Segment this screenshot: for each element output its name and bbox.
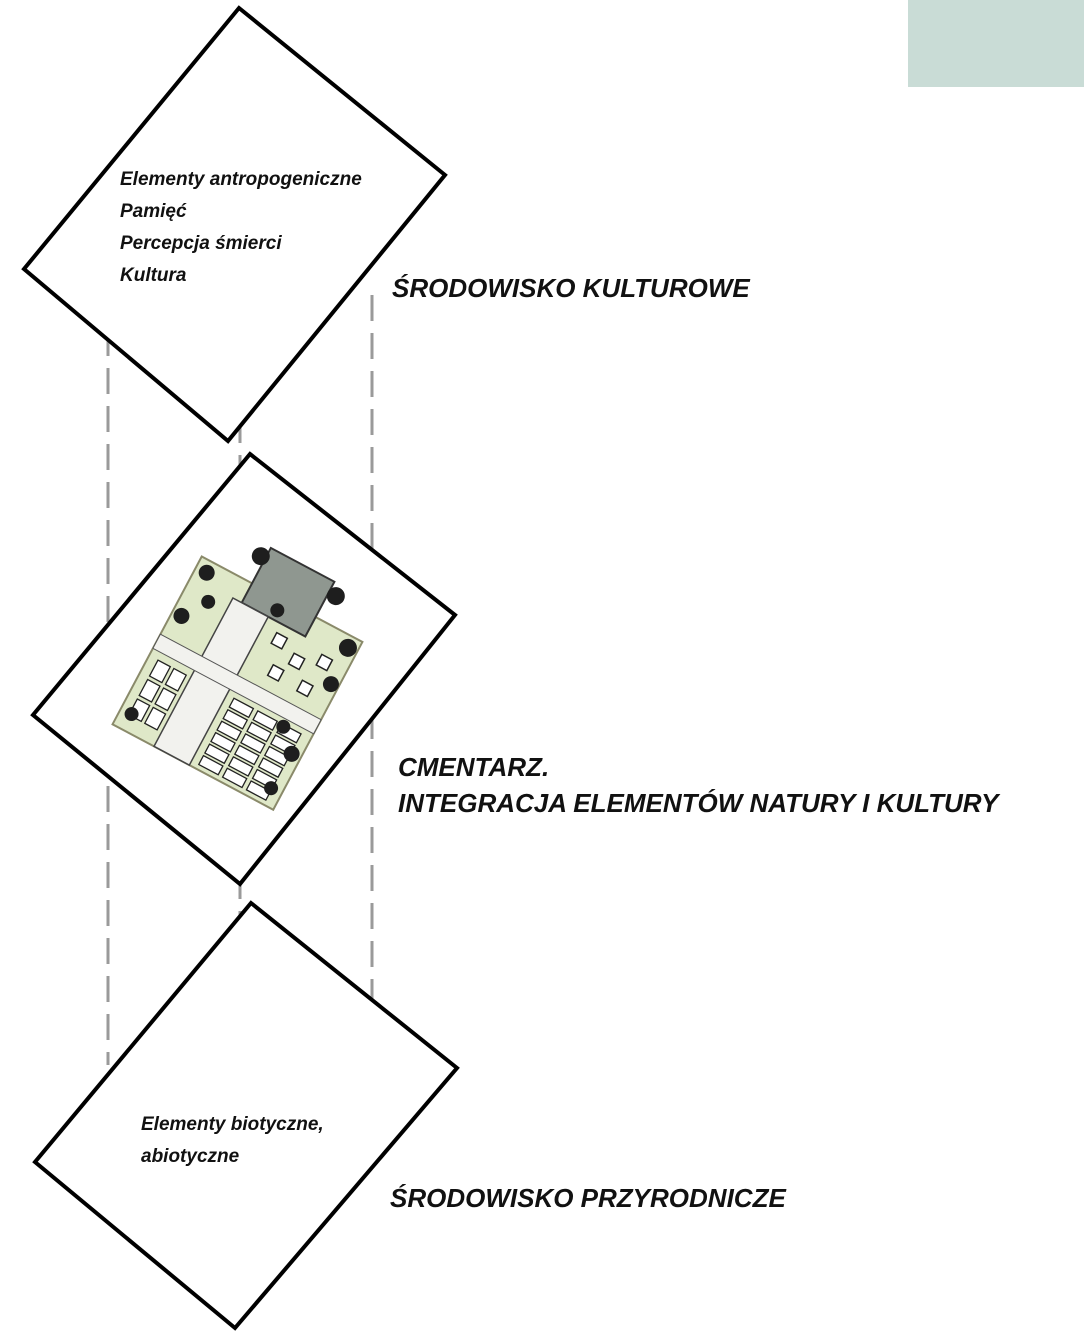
tree xyxy=(283,745,300,762)
tree xyxy=(322,676,339,693)
cross-alley xyxy=(152,633,322,735)
monument xyxy=(270,631,289,650)
grave-plot xyxy=(263,745,290,767)
top-diamond xyxy=(21,5,448,444)
tree xyxy=(270,603,285,618)
cemetery-subtitle: INTEGRACJA ELEMENTÓW NATURY I KULTURY xyxy=(398,788,999,818)
grave-plot xyxy=(164,667,188,692)
grave-plot xyxy=(222,708,249,730)
grave-plot xyxy=(197,754,224,776)
main-alley xyxy=(153,596,270,767)
tree xyxy=(173,607,190,624)
text-line: Elementy biotyczne, xyxy=(141,1114,324,1135)
grave-plot xyxy=(148,659,172,684)
grave-plot xyxy=(233,744,260,766)
text-line: Percepcja śmierci xyxy=(120,233,282,254)
monument xyxy=(315,653,334,672)
cemetery-plan-illustration xyxy=(111,546,364,812)
top-panel-text: Elementy antropogeniczne Pamięć Percepcj… xyxy=(120,164,362,292)
tree xyxy=(338,638,357,657)
bottom-panel-text: Elementy biotyczne, abiotyczne xyxy=(141,1109,324,1173)
tree xyxy=(276,719,291,734)
grave-plot xyxy=(252,710,279,731)
grave-plot xyxy=(203,743,230,765)
tree xyxy=(124,707,139,722)
text-line: Pamięć xyxy=(120,201,187,222)
grave-plot xyxy=(245,780,272,802)
grave-plot xyxy=(227,755,254,777)
bottom-diamond xyxy=(32,900,460,1331)
grave-plot xyxy=(240,732,266,754)
tree xyxy=(326,587,345,606)
grave-plot xyxy=(210,731,236,753)
grave-plot xyxy=(221,767,248,789)
corner-decoration xyxy=(908,0,1084,87)
cultural-environment-heading: ŚRODOWISKO KULTUROWE xyxy=(392,273,750,303)
text-line: Kultura xyxy=(120,265,187,286)
tree xyxy=(264,781,279,796)
grave-plot xyxy=(154,687,177,712)
cemetery-heading: CMENTARZ. INTEGRACJA ELEMENTÓW NATURY I … xyxy=(398,749,998,821)
cemetery-title: CMENTARZ. xyxy=(398,752,550,782)
grave-plot xyxy=(257,757,284,779)
tree xyxy=(201,594,216,609)
monument xyxy=(287,652,306,671)
grave-plot xyxy=(143,706,167,731)
tree xyxy=(251,547,270,566)
grave-plot xyxy=(228,697,255,719)
grave-plot xyxy=(246,721,273,743)
monument xyxy=(295,679,315,698)
grave-plot xyxy=(216,720,243,742)
natural-environment-heading: ŚRODOWISKO PRZYRODNICZE xyxy=(390,1183,786,1213)
tree xyxy=(198,564,215,581)
monument xyxy=(266,663,285,683)
text-line: Elementy antropogeniczne xyxy=(120,169,362,190)
cemetery-plan xyxy=(111,546,364,812)
text-line: abiotyczne xyxy=(141,1146,240,1167)
grave-plot xyxy=(138,678,161,703)
